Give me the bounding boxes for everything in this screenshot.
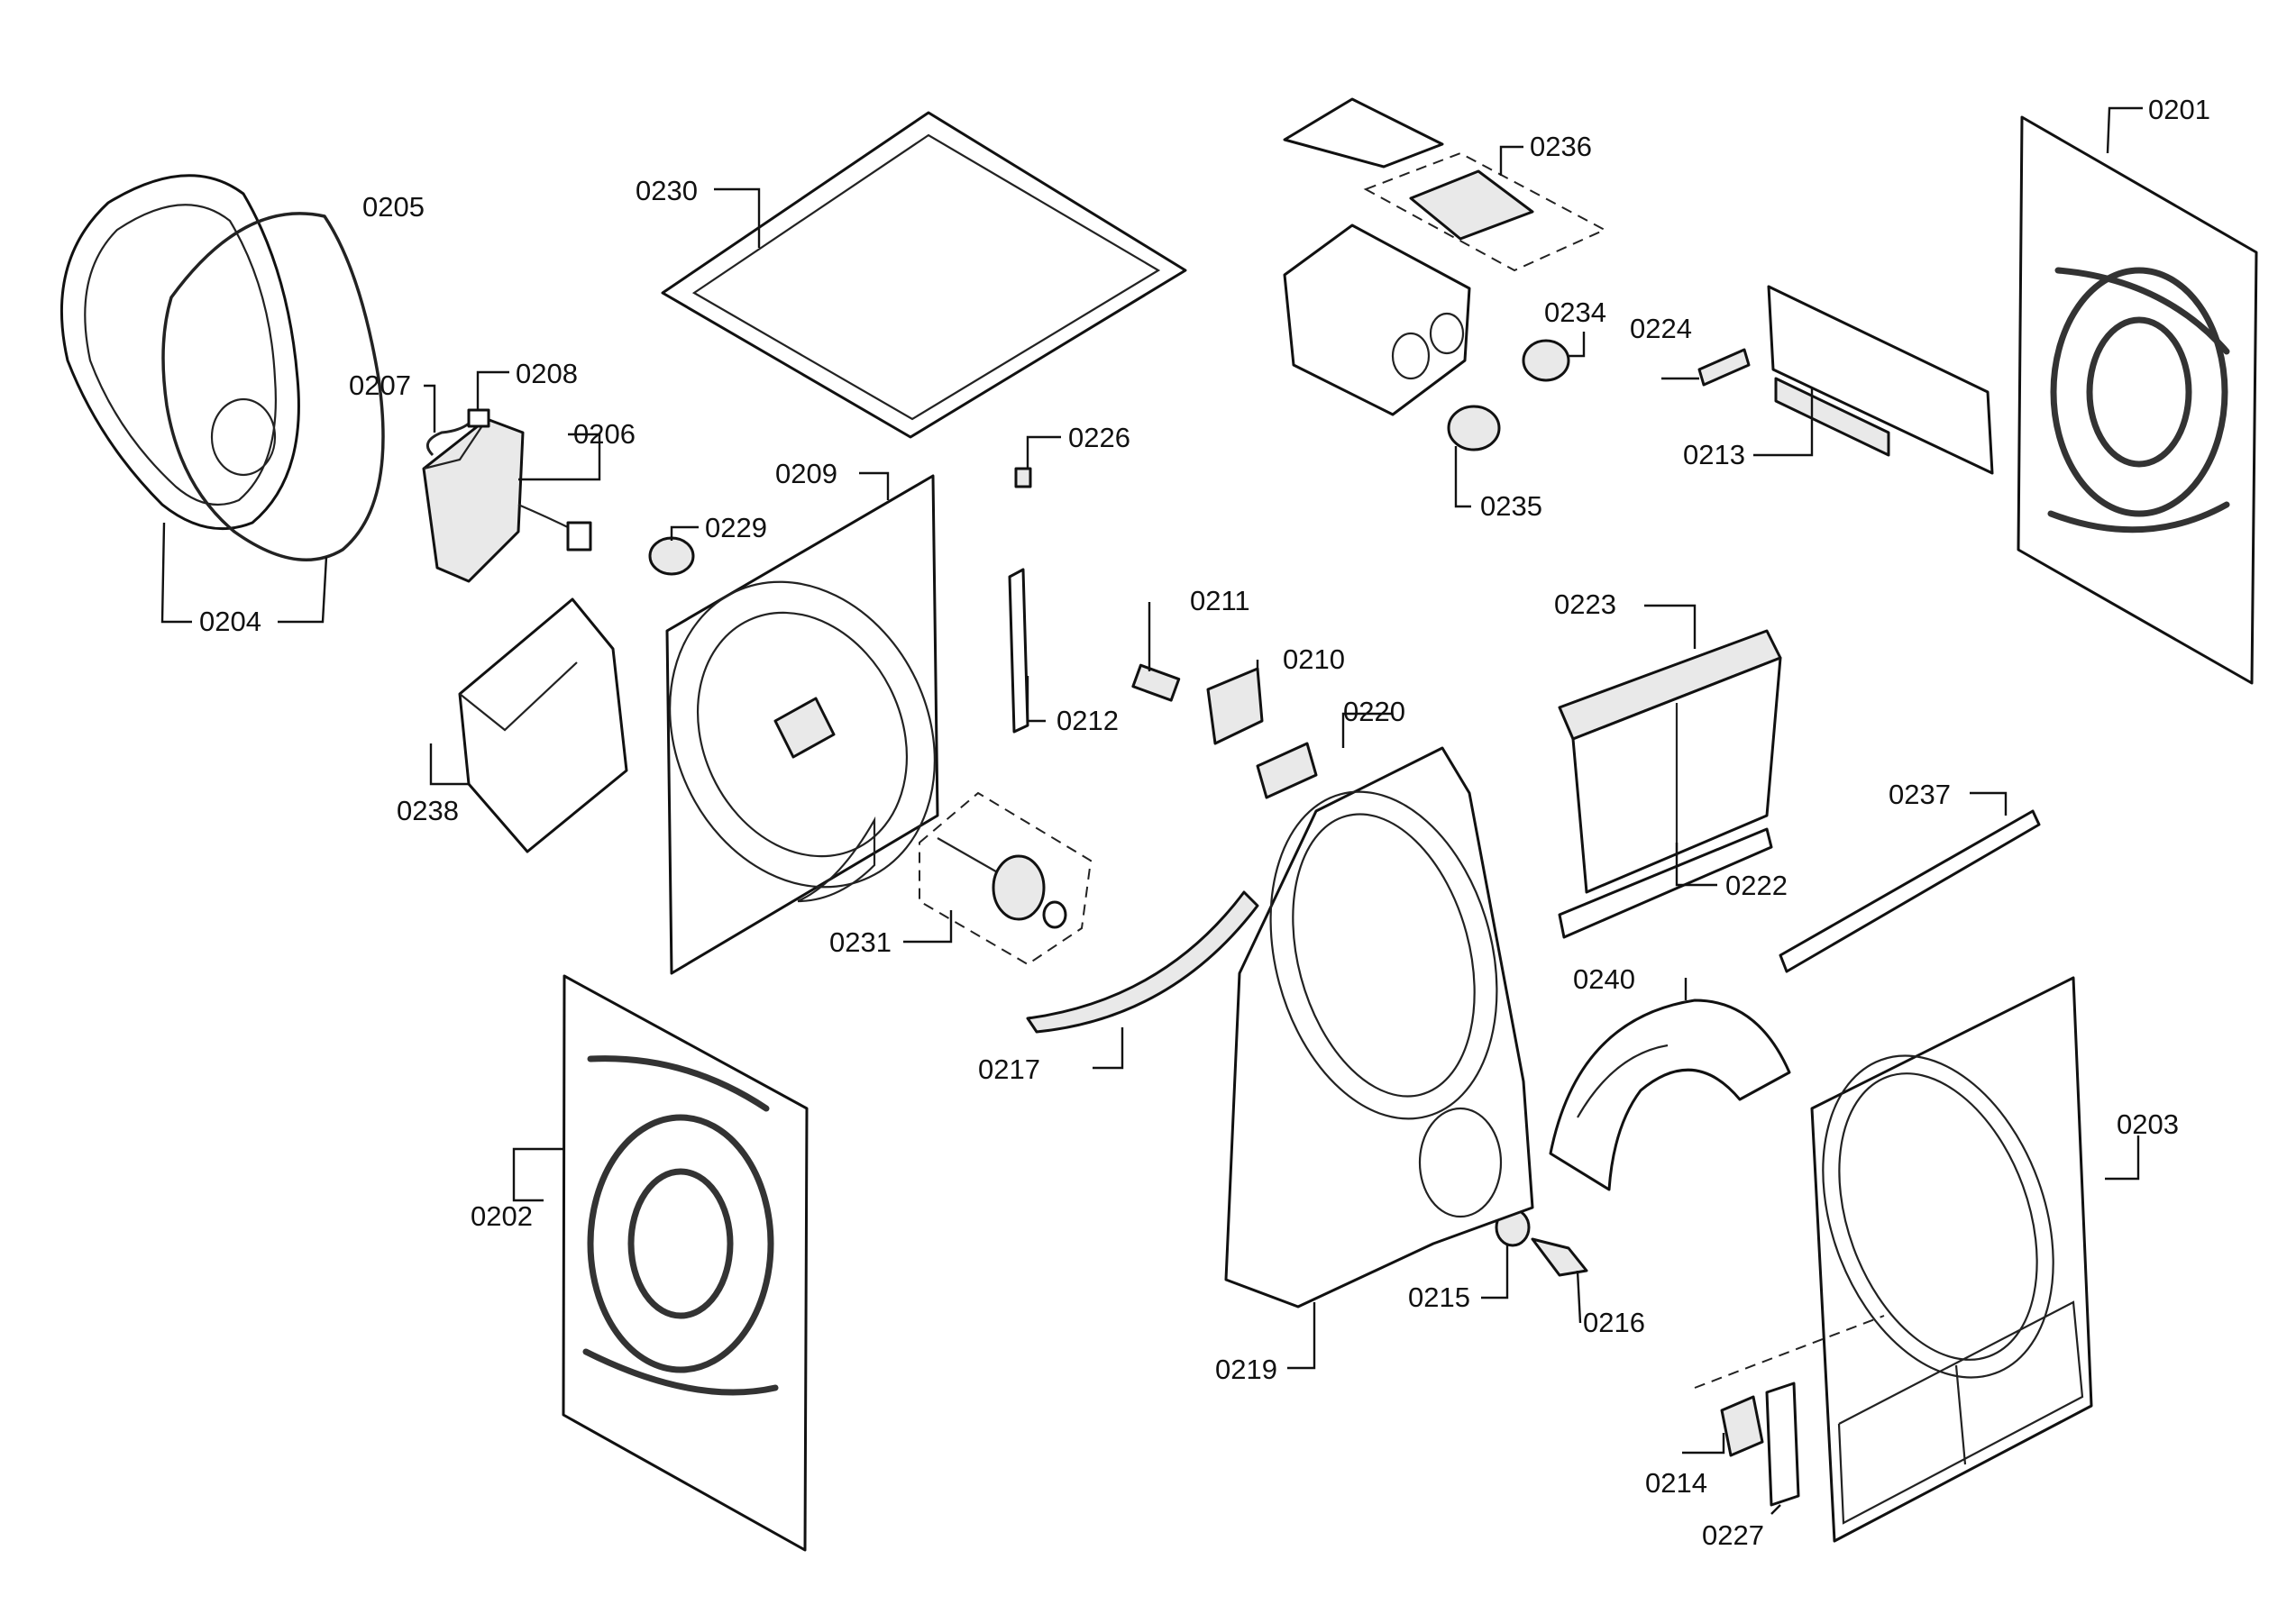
label-0230: 0230 (636, 175, 698, 206)
label-0214: 0214 (1645, 1467, 1707, 1499)
leader-0205 (278, 556, 328, 624)
part-0214-latch (1720, 1395, 1764, 1457)
label-0210: 0210 (1283, 643, 1345, 675)
part-0211-sensor (1131, 663, 1181, 702)
label-0222: 0222 (1725, 870, 1788, 901)
part-0202-side-panel (562, 974, 809, 1552)
leader-0217 (1093, 1027, 1124, 1070)
label-0212: 0212 (1057, 705, 1119, 736)
leader-0229 (670, 525, 699, 541)
label-0213: 0213 (1683, 439, 1745, 470)
part-0229-small-motor (648, 536, 695, 576)
label-0203: 0203 (2117, 1108, 2179, 1140)
leader-0208 (476, 370, 509, 410)
leader-0214 (1682, 1433, 1725, 1455)
leader-0230 (714, 187, 761, 248)
part-0226-clip (1014, 467, 1032, 488)
part-0227-hinge (1765, 1382, 1800, 1507)
part-0217-strip (1026, 890, 1259, 1034)
part-0224-small-part (1697, 348, 1751, 387)
label-0237: 0237 (1889, 779, 1951, 810)
part-0205-door-gasket (161, 212, 385, 561)
part-0237-rail (1779, 809, 2041, 973)
label-0211: 0211 (1190, 585, 1250, 616)
label-0238: 0238 (397, 795, 459, 826)
part-0209-rear-wall (665, 474, 939, 975)
leader-0209 (859, 471, 890, 500)
leader-0206 (518, 433, 601, 481)
part-0236-heater-assembly (1283, 97, 1607, 416)
part-0207-wire (425, 422, 470, 457)
leader-0223 (1644, 604, 1697, 649)
part-0203-front-panel (1810, 976, 2093, 1543)
label-0207: 0207 (349, 369, 411, 401)
part-0213-control-board (1767, 285, 1994, 475)
part-0219-front-bulkhead (1224, 746, 1534, 1309)
label-0235: 0235 (1480, 490, 1542, 522)
label-0223: 0223 (1554, 588, 1616, 620)
part-0210-switch (1206, 667, 1264, 745)
leader-0202 (512, 1147, 563, 1202)
part-0235-motor-part (1447, 405, 1501, 451)
label-0204: 0204 (199, 606, 261, 637)
leader-0216 (1576, 1270, 1582, 1324)
leader-lines (160, 106, 2143, 1515)
label-0226: 0226 (1068, 422, 1130, 453)
leader-0204 (160, 522, 192, 624)
label-0240: 0240 (1573, 963, 1635, 995)
label-0208: 0208 (516, 358, 578, 389)
label-0216: 0216 (1583, 1307, 1645, 1338)
leader-0231 (903, 910, 953, 944)
label-0201: 0201 (2148, 94, 2210, 125)
label-0220: 0220 (1343, 696, 1405, 727)
part-0208-clip (467, 408, 490, 428)
part-0240-blower-housing (1549, 999, 1791, 1191)
part-0238-duct (458, 597, 628, 853)
label-0227: 0227 (1702, 1519, 1764, 1551)
leader-0237 (1970, 791, 2008, 816)
leader-0207 (424, 384, 436, 433)
part-0204-door-frame (59, 174, 300, 531)
label-0215: 0215 (1408, 1281, 1470, 1313)
leader-0235 (1454, 446, 1471, 508)
label-0231: 0231 (829, 926, 892, 958)
part-0222-filter-seal (1558, 827, 1773, 939)
label-0209: 0209 (775, 458, 837, 489)
leader-0222 (1675, 843, 1717, 887)
leader-0213 (1753, 388, 1814, 457)
part-0230-top-cover (661, 111, 1187, 439)
label-0236: 0236 (1530, 131, 1592, 162)
part-0206-control-box (422, 417, 592, 583)
label-0219: 0219 (1215, 1354, 1277, 1385)
guide-line-0214 (1694, 1315, 1885, 1389)
leader-0203 (2105, 1135, 2140, 1181)
part-0216-valve (1531, 1237, 1588, 1277)
part-0234-sensor-part (1522, 339, 1570, 382)
part-0220-connector (1256, 742, 1318, 799)
part-0231-idler-assembly (919, 791, 1093, 966)
leader-0234 (1569, 332, 1586, 358)
part-0201-side-panel (2017, 115, 2258, 685)
leader-0212 (1026, 676, 1046, 723)
label-0217: 0217 (978, 1053, 1040, 1085)
label-0206: 0206 (573, 418, 636, 450)
label-0234: 0234 (1544, 296, 1606, 328)
callout-labels: 0201 0202 0203 0204 0205 0206 0207 0208 … (199, 94, 2210, 1551)
label-0224: 0224 (1630, 313, 1692, 344)
leader-0238 (429, 743, 469, 786)
leader-0201 (2106, 106, 2143, 154)
part-0223-lint-filter (1558, 629, 1782, 894)
part-0212-bracket (1008, 568, 1029, 734)
label-0229: 0229 (705, 512, 767, 543)
leader-0226 (1026, 435, 1061, 469)
leader-0220 (1341, 712, 1393, 748)
leader-0236 (1499, 145, 1523, 176)
label-0205: 0205 (362, 191, 425, 223)
label-0202: 0202 (471, 1200, 533, 1232)
leader-0219 (1287, 1302, 1316, 1370)
leader-0215 (1481, 1244, 1509, 1300)
leader-0227 (1770, 1504, 1781, 1515)
